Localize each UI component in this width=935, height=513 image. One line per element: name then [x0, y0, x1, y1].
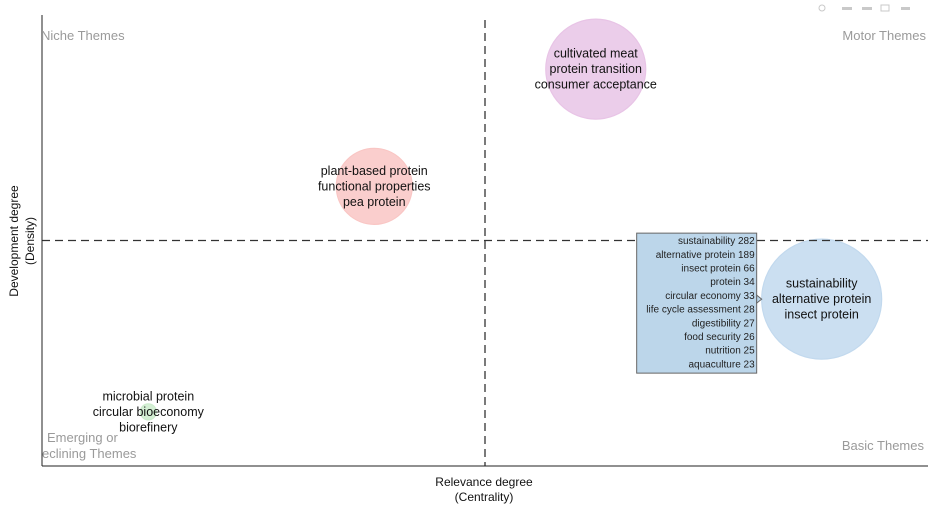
y-axis-title-line2: (Density) — [23, 217, 37, 265]
tooltip-item: aquaculture 23 — [689, 359, 756, 370]
zoom-icon[interactable] — [818, 4, 826, 12]
axes — [41, 15, 928, 467]
quadrant-labels: Niche Themes Motor Themes Emerging or ec… — [41, 28, 926, 461]
cluster-label: circular bioeconomy — [93, 405, 205, 419]
cluster-bubble[interactable] — [335, 147, 413, 225]
cluster-label: plant-based protein — [321, 164, 428, 178]
tooltip-pointer — [756, 294, 763, 305]
cluster-label: microbial protein — [102, 389, 194, 403]
quadrant-label-bottom-left-1: Emerging or — [47, 430, 118, 445]
tooltip-box — [636, 232, 758, 374]
tooltip-item: digestibility 27 — [692, 318, 755, 329]
cluster-label: sustainability — [786, 277, 858, 291]
select-icon[interactable] — [862, 7, 872, 10]
cluster-label: pea protein — [343, 195, 406, 209]
cluster-label: consumer acceptance — [535, 78, 657, 92]
cluster-label: biorefinery — [119, 420, 178, 434]
tooltip-item: alternative protein 189 — [656, 250, 755, 261]
x-axis-title-line1: Relevance degree — [435, 475, 533, 489]
tooltip-item: protein 34 — [710, 277, 755, 288]
tooltip-item: food security 26 — [684, 332, 755, 343]
cluster-bubble[interactable] — [545, 18, 647, 120]
cluster-label: cultivated meat — [554, 47, 639, 61]
x-axis-title-line2: (Centrality) — [455, 490, 514, 504]
chart-toolbar[interactable] — [818, 4, 910, 12]
tooltip-item: circular economy 33 — [665, 291, 755, 302]
pan-icon[interactable] — [842, 7, 852, 10]
cluster-label: functional properties — [318, 179, 431, 193]
cluster-bubble[interactable] — [139, 403, 157, 421]
cluster-label: protein transition — [550, 62, 642, 76]
reset-icon[interactable] — [901, 7, 910, 10]
tooltip-item: nutrition 25 — [705, 346, 755, 357]
tooltip-item: insect protein 66 — [681, 264, 755, 275]
tooltip-item: sustainability 282 — [678, 236, 755, 247]
hover-tooltip: sustainability 282 alternative protein 18… — [636, 232, 763, 374]
quadrant-label-bottom-left-2: eclining Themes — [42, 446, 137, 461]
quadrant-label-top-right: Motor Themes — [842, 28, 926, 43]
quadrant-label-bottom-right: Basic Themes — [842, 438, 925, 453]
tooltip-item: life cycle assessment 28 — [646, 305, 755, 316]
cluster-label: insect protein — [785, 308, 859, 322]
camera-icon[interactable] — [880, 4, 890, 12]
quadrant-label-top-left: Niche Themes — [41, 28, 125, 43]
cluster-label: alternative protein — [772, 292, 871, 306]
y-axis-title-line1: Development degree — [7, 185, 21, 297]
cluster-bubbles — [139, 18, 883, 421]
quadrant-dividers — [42, 20, 928, 466]
axis-titles: Relevance degree (Centrality) Developmen… — [7, 185, 533, 504]
